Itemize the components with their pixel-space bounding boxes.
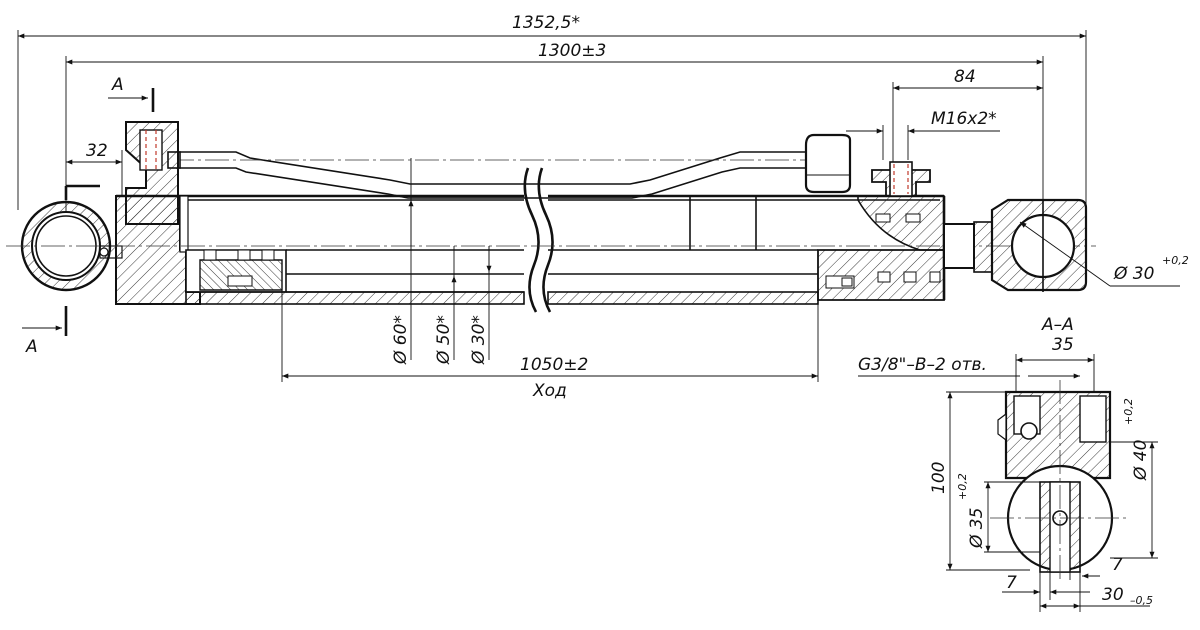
stroke-value: 1050±2 bbox=[520, 355, 588, 375]
inner-dia-label: Ø 30* bbox=[469, 315, 489, 365]
ports-label: G3/8"–B–2 отв. bbox=[858, 355, 987, 375]
section-gap-left: 7 bbox=[1006, 573, 1017, 593]
section-dia-35-tol: +0,2 bbox=[956, 473, 969, 500]
left-mounting-eye bbox=[20, 184, 123, 292]
section-height-100: 100 bbox=[929, 462, 949, 494]
section-marker-bottom: A bbox=[22, 306, 68, 357]
dimension-diameters: Ø 60* Ø 50* Ø 30* bbox=[391, 158, 492, 365]
section-marker-bottom-label: A bbox=[25, 337, 38, 357]
dimension-stroke: 1050±2 Ход bbox=[281, 270, 819, 401]
dimension-overall-length: 1352,5* bbox=[17, 13, 1087, 210]
dimension-thread: M16x2* bbox=[846, 109, 1000, 160]
dimension-port-offset: 84 bbox=[892, 67, 1043, 170]
external-pipe bbox=[167, 133, 852, 199]
section-dia-40-tol: +0,2 bbox=[1122, 398, 1135, 425]
section-width-30-tol: –0,5 bbox=[1130, 594, 1153, 607]
section-view-aa: A–A 35 G3/8"–B–2 отв. 100 Ø 35 +0,2 bbox=[858, 315, 1158, 612]
thread-label: M16x2* bbox=[931, 109, 997, 129]
eye-offset-label: 32 bbox=[86, 141, 108, 161]
dimension-pin-bore: Ø 30 +0,2 bbox=[1019, 221, 1189, 287]
dimension-mount-length: 1300±3 bbox=[65, 41, 1044, 240]
rod-dia-label: Ø 50* bbox=[434, 315, 454, 365]
port-offset-label: 84 bbox=[954, 67, 976, 87]
stroke-label: Ход bbox=[532, 381, 567, 401]
section-gap-right: 7 bbox=[1112, 555, 1123, 575]
section-width-35: 35 bbox=[1052, 335, 1074, 355]
cylinder-body bbox=[115, 161, 946, 313]
overall-length-label: 1352,5* bbox=[512, 13, 580, 33]
section-marker-top: A bbox=[108, 75, 155, 112]
pin-bore-label: Ø 30 bbox=[1113, 264, 1154, 284]
section-title: A–A bbox=[1041, 315, 1074, 335]
right-rod-eye bbox=[943, 198, 1088, 292]
dimension-eye-offset: 32 bbox=[66, 141, 123, 195]
pin-bore-tolerance: +0,2 bbox=[1162, 254, 1189, 267]
section-dia-40: Ø 40 bbox=[1131, 440, 1151, 481]
section-dia-35: Ø 35 bbox=[967, 508, 987, 549]
bore-dia-label: Ø 60* bbox=[391, 315, 411, 365]
section-width-30: 30 bbox=[1102, 585, 1124, 605]
section-marker-top-label: A bbox=[111, 75, 124, 95]
mount-length-label: 1300±3 bbox=[538, 41, 606, 61]
